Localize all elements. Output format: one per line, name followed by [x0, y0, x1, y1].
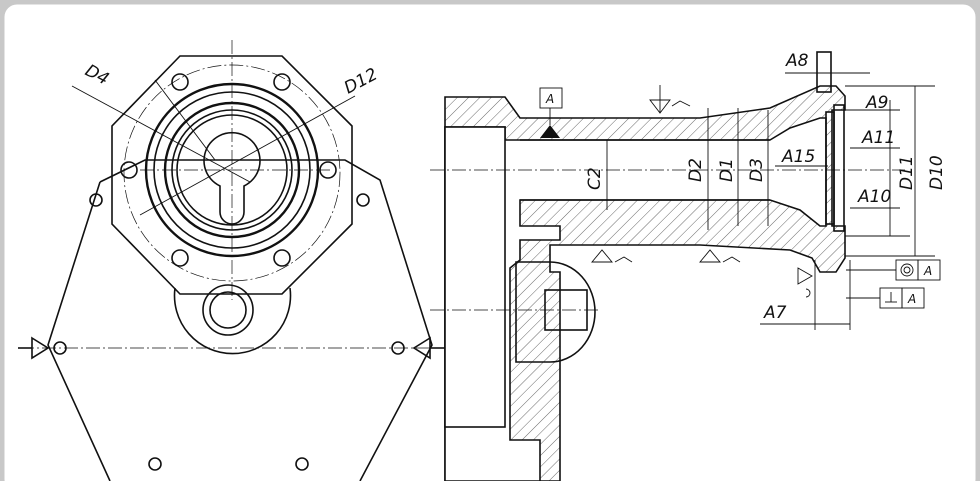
dim-d3: D3 [747, 158, 767, 182]
dim-a10: A10 [857, 187, 891, 207]
hub-bore-outer [202, 284, 254, 336]
dim-a15: A15 [781, 147, 815, 167]
datum-a-label: A [545, 92, 554, 106]
hub-bore-inner [209, 291, 247, 329]
section-arrow-right [412, 336, 445, 360]
concentricity-datum: A [923, 264, 932, 278]
dim-c2: C2 [585, 167, 605, 190]
lower-hub [173, 287, 292, 355]
bolt-holes [120, 73, 337, 267]
roughness-symbols [591, 85, 813, 298]
datum-a-triangle [540, 125, 560, 138]
dim-a7: A7 [763, 303, 787, 323]
housing-outline [47, 159, 433, 481]
section-arrow-left [18, 336, 50, 360]
dim-d10: D10 [927, 155, 947, 190]
datum-a-box [539, 87, 563, 109]
octagonal-flange [111, 55, 353, 295]
section-view: A C2 D2 D1 D3 [430, 51, 947, 481]
dim-a9: A9 [865, 93, 888, 113]
perpendicularity-datum: A [907, 292, 916, 306]
tolerance-frame-perpendicularity: A [846, 287, 925, 309]
dim-a11: A11 [861, 128, 895, 148]
dim-d1: D1 [717, 158, 737, 182]
front-view: D4 D12 [18, 40, 445, 481]
tolerance-frame-concentricity: A [846, 259, 941, 281]
dim-a8: A8 [785, 51, 809, 71]
dim-d11: D11 [897, 155, 917, 190]
dim-d2: D2 [686, 158, 706, 182]
